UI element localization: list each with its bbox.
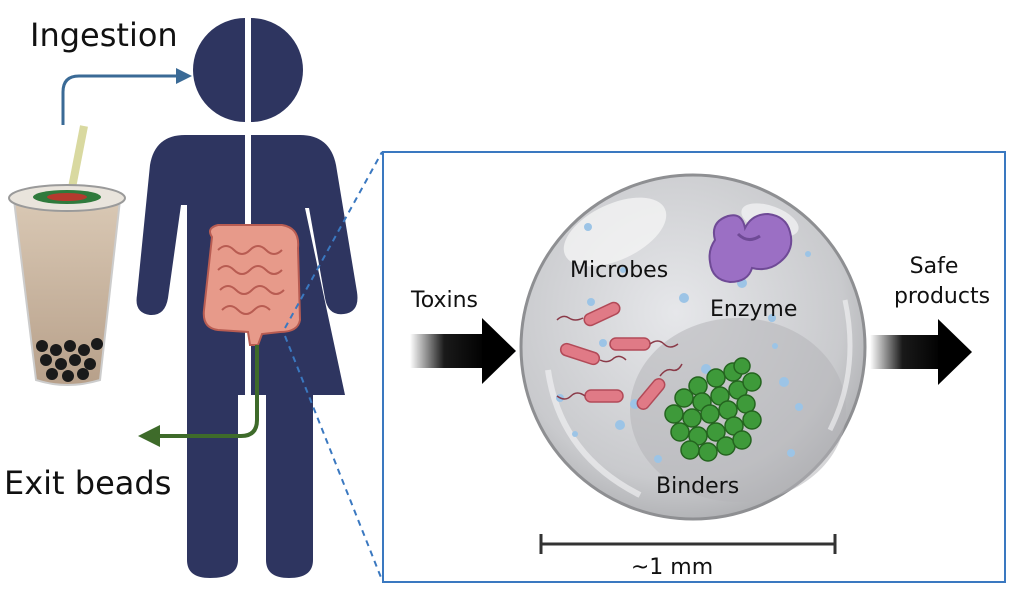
bacteria-icon: [556, 301, 683, 410]
boba-tea-cup-icon: [8, 125, 126, 386]
toxins-arrow: [410, 318, 516, 384]
enzyme-icon: [708, 212, 793, 284]
intestine-icon: [202, 224, 302, 346]
toxins-label: Toxins: [410, 288, 478, 313]
safe-products-arrow: [870, 319, 972, 385]
binders-label: Binders: [656, 474, 739, 499]
ingestion-label: Ingestion: [30, 16, 178, 54]
exit-arrowhead: [138, 425, 160, 447]
exit-beads-label: Exit beads: [4, 464, 171, 502]
exit-arrow: [158, 345, 259, 438]
microbes-label: Microbes: [570, 258, 668, 283]
scale-label: ~1 mm: [631, 555, 713, 580]
scale-bar: [539, 534, 837, 554]
safe-products-label-line1: Safe: [910, 254, 959, 279]
ingestion-arrow: [61, 74, 178, 125]
safe-products-label-line2: products: [894, 284, 990, 309]
ingestion-arrowhead: [176, 68, 192, 84]
zoom-line-top: [284, 151, 383, 329]
enzyme-label: Enzyme: [710, 297, 797, 322]
binder-cluster-icon: [664, 357, 762, 462]
